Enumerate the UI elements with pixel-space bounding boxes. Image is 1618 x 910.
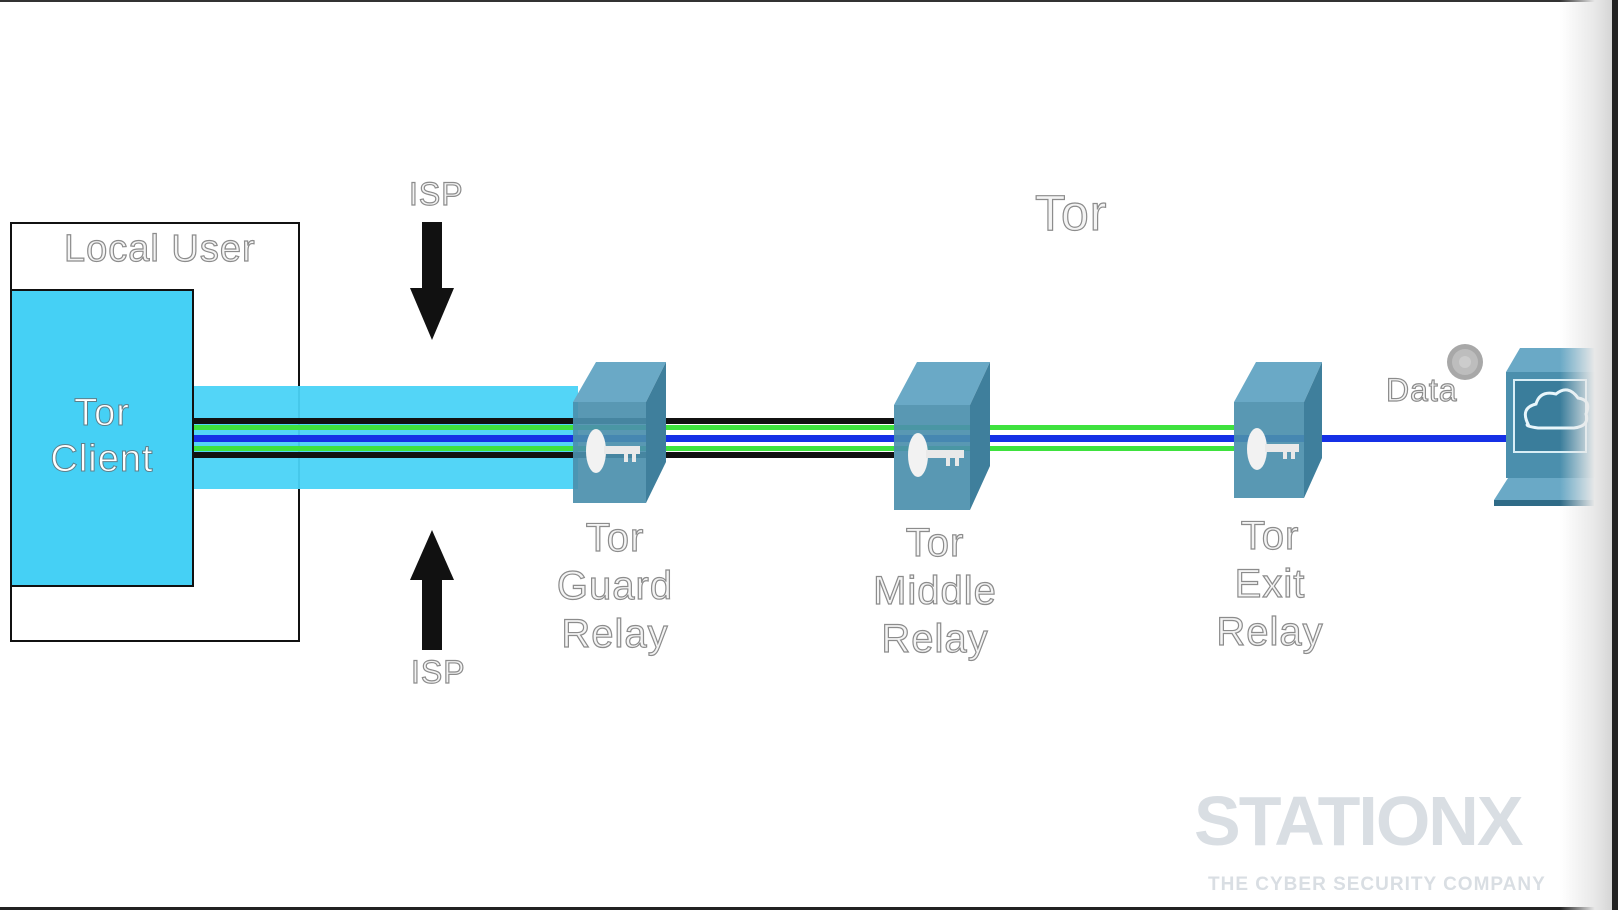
right-edge-fade bbox=[1560, 0, 1618, 910]
tor-client-label-line1: Tor bbox=[74, 392, 130, 435]
isp-arrow-down bbox=[410, 222, 454, 340]
exit-relay-cube bbox=[1234, 362, 1322, 498]
line-green-top-1 bbox=[194, 425, 894, 430]
stationx-tagline: THE CYBER SECURITY COMPANY bbox=[1208, 874, 1546, 895]
data-packet-dot bbox=[1447, 344, 1483, 380]
local-user-label: Local User bbox=[63, 227, 256, 270]
middle-relay-label-line1: Tor bbox=[905, 520, 965, 565]
guard-relay-label-line2: Guard bbox=[556, 563, 674, 608]
exit-relay-label-line3: Relay bbox=[1216, 609, 1324, 654]
exit-relay-label-line1: Tor bbox=[1240, 513, 1300, 558]
tor-client-label: Tor Client bbox=[12, 390, 192, 482]
middle-relay-label: Tor Middle Relay bbox=[855, 519, 1015, 663]
line-blue-1 bbox=[194, 435, 894, 442]
middle-relay-label-line2: Middle bbox=[872, 568, 997, 613]
line-green-bottom-2 bbox=[894, 446, 1234, 451]
middle-relay-label-line3: Relay bbox=[881, 616, 989, 661]
stationx-watermark: STATIONX THE CYBER SECURITY COMPANY bbox=[1194, 786, 1614, 906]
line-black-top-1 bbox=[194, 418, 894, 424]
middle-relay-cube bbox=[894, 362, 990, 510]
guard-relay-label: Tor Guard Relay bbox=[540, 514, 690, 658]
exit-relay-label: Tor Exit Relay bbox=[1195, 512, 1345, 656]
guard-relay-cube bbox=[573, 362, 666, 503]
isp-arrow-up bbox=[410, 530, 454, 650]
tor-client-box bbox=[10, 289, 194, 587]
isp-bottom-label: ISP bbox=[410, 653, 466, 690]
line-blue-2 bbox=[894, 435, 1234, 442]
line-green-top-2 bbox=[894, 425, 1234, 430]
isp-top-label: ISP bbox=[408, 175, 464, 212]
guard-relay-label-line3: Relay bbox=[561, 611, 669, 656]
data-label: Data bbox=[1385, 371, 1458, 408]
diagram-title: Tor bbox=[1034, 184, 1108, 241]
line-black-bottom-1 bbox=[194, 452, 894, 458]
tor-client-label-line2: Client bbox=[50, 438, 154, 481]
stationx-brand-logo: STATIONX bbox=[1194, 782, 1524, 860]
line-blue-3 bbox=[1234, 435, 1506, 442]
guard-relay-label-line1: Tor bbox=[585, 515, 645, 560]
exit-relay-label-line2: Exit bbox=[1234, 561, 1306, 606]
line-green-bottom-1 bbox=[194, 446, 894, 451]
right-edge-border bbox=[1612, 0, 1618, 910]
